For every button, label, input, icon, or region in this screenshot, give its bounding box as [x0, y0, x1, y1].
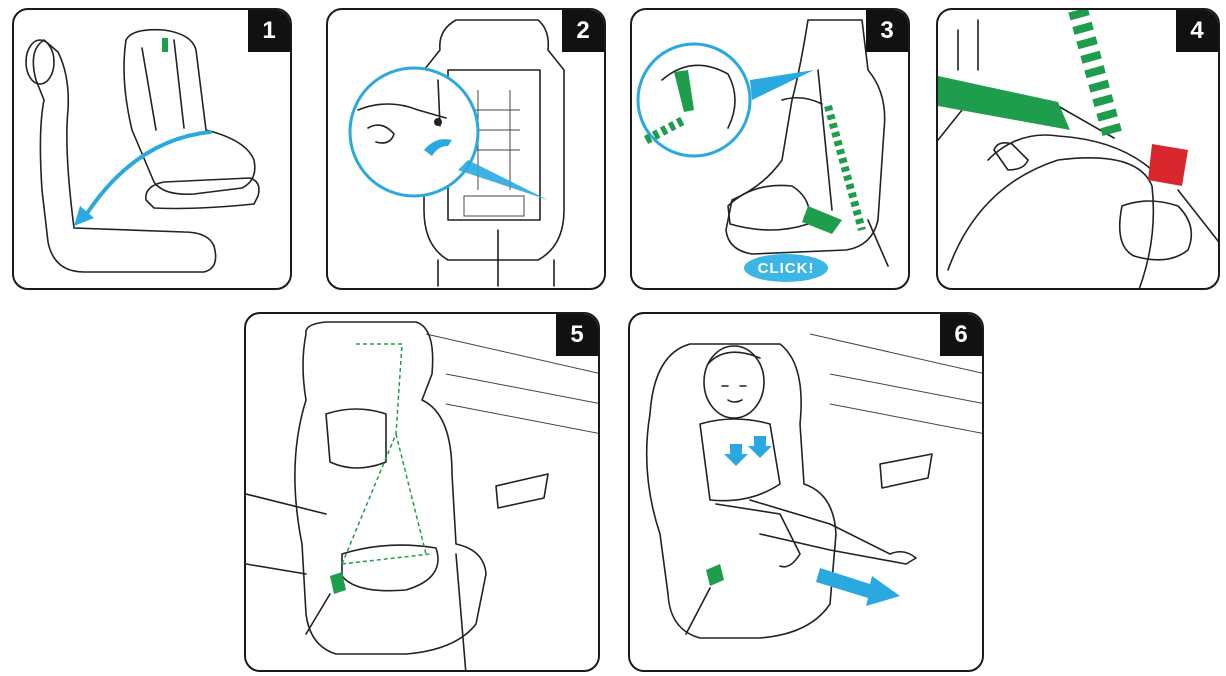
step-number-badge: 3: [866, 10, 908, 52]
belt-routing-dashed-icon: [246, 321, 598, 670]
step-panel-1: 1: [12, 8, 292, 290]
step-panel-4: 4: [936, 8, 1220, 290]
step-panel-6: 6: [628, 312, 984, 672]
belt-guide-click-icon: [636, 19, 889, 267]
step-panel-5: 5: [244, 312, 600, 672]
recline-seat-arrow-icon: [25, 28, 260, 273]
step-number-badge: 5: [556, 314, 598, 356]
lever-magnifier-icon: [348, 19, 565, 287]
step-panel-2: 2: [326, 8, 606, 290]
step-number-badge: 4: [1176, 10, 1218, 52]
step-number-badge: 6: [940, 314, 982, 356]
step-number-badge: 1: [248, 10, 290, 52]
click-callout: CLICK!: [744, 254, 828, 282]
belt-lock-clip-icon: [938, 10, 1218, 288]
child-seated-harness-icon: [645, 333, 982, 639]
step-number-badge: 2: [562, 10, 604, 52]
step-panel-3: CLICK! 3: [630, 8, 910, 290]
